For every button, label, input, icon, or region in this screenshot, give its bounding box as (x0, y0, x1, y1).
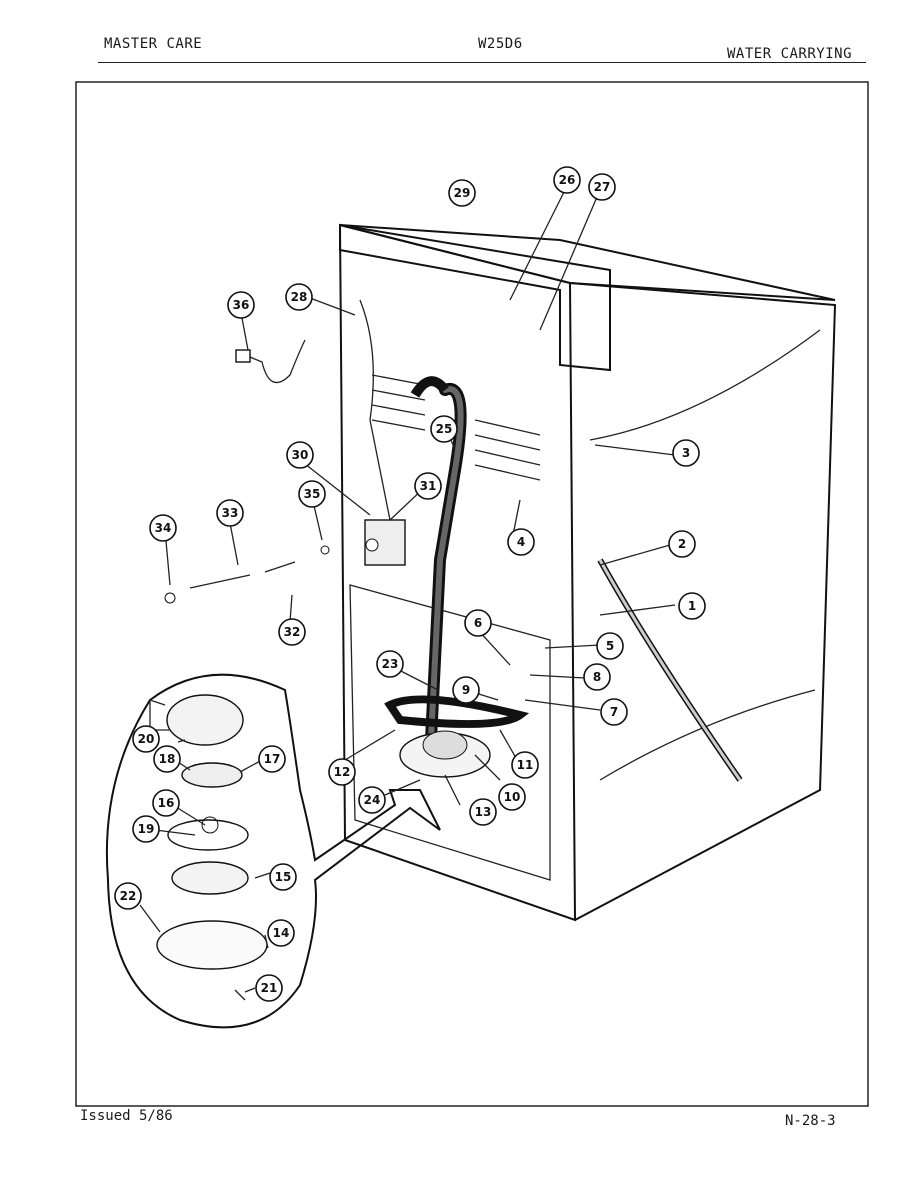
callout-14: 14 (267, 919, 295, 947)
fastener-parts (164, 545, 330, 604)
callout-label-34: 34 (155, 521, 172, 535)
callout-label-11: 11 (517, 758, 534, 772)
callout-18: 18 (153, 745, 181, 773)
callout-label-13: 13 (475, 805, 492, 819)
callout-label-32: 32 (284, 625, 301, 639)
callout-label-35: 35 (304, 487, 321, 501)
callout-33: 33 (216, 499, 244, 527)
callout-7: 7 (600, 698, 628, 726)
leader-lines (139, 189, 676, 993)
callout-31: 31 (414, 472, 442, 500)
callout-3: 3 (672, 439, 700, 467)
callout-label-28: 28 (291, 290, 308, 304)
power-cord (235, 339, 306, 384)
callout-32: 32 (278, 618, 306, 646)
callout-label-17: 17 (264, 752, 281, 766)
callout-label-30: 30 (292, 448, 309, 462)
callout-label-12: 12 (334, 765, 351, 779)
callout-15: 15 (269, 863, 297, 891)
pump-exploded-parts (149, 694, 268, 1001)
callout-label-18: 18 (159, 752, 176, 766)
callout-label-29: 29 (454, 186, 471, 200)
callout-label-16: 16 (158, 796, 175, 810)
callout-29: 29 (448, 179, 476, 207)
callout-label-24: 24 (364, 793, 381, 807)
callout-24: 24 (358, 786, 386, 814)
callout-label-21: 21 (261, 981, 278, 995)
callout-label-27: 27 (594, 180, 611, 194)
header-left-title: MASTER CARE (104, 36, 203, 52)
drain-pump (399, 730, 491, 778)
callout-label-36: 36 (233, 298, 250, 312)
callout-36: 36 (227, 291, 255, 319)
callout-label-23: 23 (382, 657, 399, 671)
callout-label-5: 5 (606, 639, 614, 653)
callout-label-15: 15 (275, 870, 292, 884)
callout-10: 10 (498, 783, 526, 811)
callout-label-9: 9 (462, 683, 470, 697)
callout-label-7: 7 (610, 705, 618, 719)
header-model-number: W25D6 (478, 36, 523, 52)
callout-25: 25 (430, 415, 458, 443)
callout-9: 9 (452, 676, 480, 704)
hoses (359, 299, 743, 782)
callout-5: 5 (596, 632, 624, 660)
callout-21: 21 (255, 974, 283, 1002)
callout-label-8: 8 (593, 670, 601, 684)
header-section-title: WATER CARRYING (727, 46, 853, 62)
callout-16: 16 (152, 789, 180, 817)
callout-label-3: 3 (682, 446, 690, 460)
callout-label-6: 6 (474, 616, 482, 630)
callout-label-25: 25 (436, 422, 453, 436)
callout-34: 34 (149, 514, 177, 542)
callout-6: 6 (464, 609, 492, 637)
footer-page-code: N-28-3 (785, 1113, 836, 1129)
callout-label-1: 1 (688, 599, 696, 613)
callout-30: 30 (286, 441, 314, 469)
callout-label-26: 26 (559, 173, 576, 187)
callout-label-14: 14 (273, 926, 290, 940)
callout-label-31: 31 (420, 479, 437, 493)
callout-12: 12 (328, 758, 356, 786)
callout-23: 23 (376, 650, 404, 678)
callout-19: 19 (132, 815, 160, 843)
callout-label-33: 33 (222, 506, 239, 520)
callout-label-2: 2 (678, 537, 686, 551)
callout-20: 20 (132, 725, 160, 753)
washer-cabinet (338, 223, 837, 922)
callout-1: 1 (678, 592, 706, 620)
callout-26: 26 (553, 166, 581, 194)
callout-13: 13 (469, 798, 497, 826)
callout-label-4: 4 (517, 535, 525, 549)
callout-2: 2 (668, 530, 696, 558)
callout-17: 17 (258, 745, 286, 773)
diagram-frame (75, 81, 869, 1107)
callout-28: 28 (285, 283, 313, 311)
callout-27: 27 (588, 173, 616, 201)
water-valve (364, 519, 406, 566)
callout-label-10: 10 (504, 790, 521, 804)
callout-8: 8 (583, 663, 611, 691)
callout-35: 35 (298, 480, 326, 508)
header-rule (98, 62, 866, 63)
callout-label-19: 19 (138, 822, 155, 836)
callout-11: 11 (511, 751, 539, 779)
callout-label-22: 22 (120, 889, 137, 903)
exploded-view-outline (105, 673, 441, 1029)
callout-label-20: 20 (138, 732, 155, 746)
callout-4: 4 (507, 528, 535, 556)
footer-issued-date: Issued 5/86 (80, 1108, 173, 1124)
callout-22: 22 (114, 882, 142, 910)
